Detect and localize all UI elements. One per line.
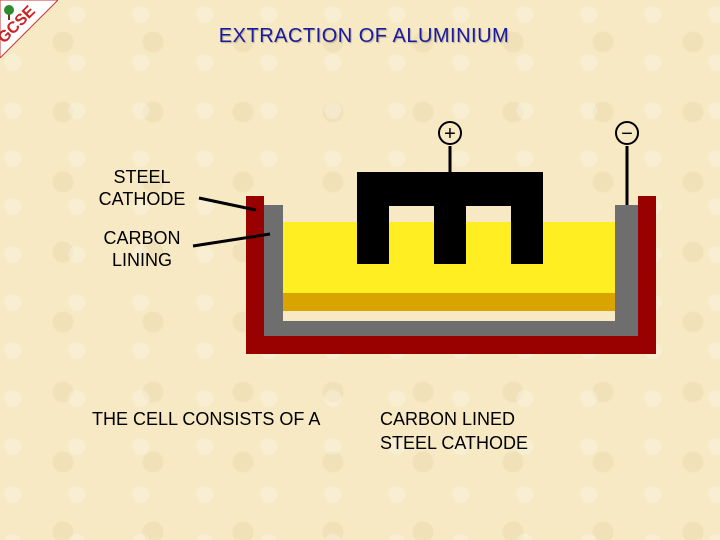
caption-left: THE CELL CONSISTS OF A (92, 409, 321, 429)
steel-cathode-label-line: STEEL (113, 167, 171, 187)
molten-aluminium-layer (283, 293, 615, 311)
steel-cathode-label: STEEL CATHODE (86, 166, 198, 210)
steel-cathode-pointer (198, 196, 257, 212)
carbon-lining-pointer (192, 232, 271, 248)
caption-right-line: CARBON LINED (380, 409, 516, 429)
carbon-lining-label-line: LINING (111, 250, 172, 270)
steel-cathode-label-line: CATHODE (98, 189, 186, 209)
tree-icon (4, 5, 14, 20)
caption-right-line: STEEL CATHODE (380, 433, 529, 453)
carbon-anode (357, 172, 543, 264)
page-title: EXTRACTION OF ALUMINIUM (218, 25, 510, 47)
caption-right: CARBON LINED STEEL CATHODE (380, 407, 580, 455)
carbon-lining-label-line: CARBON (103, 228, 181, 248)
positive-terminal: + (438, 121, 462, 172)
carbon-lining-label: CARBON LINING (86, 227, 198, 271)
negative-terminal: − (615, 121, 639, 205)
gcse-logo: GCSE (0, 0, 58, 58)
positive-sign: + (444, 123, 456, 145)
negative-sign: − (621, 123, 633, 145)
